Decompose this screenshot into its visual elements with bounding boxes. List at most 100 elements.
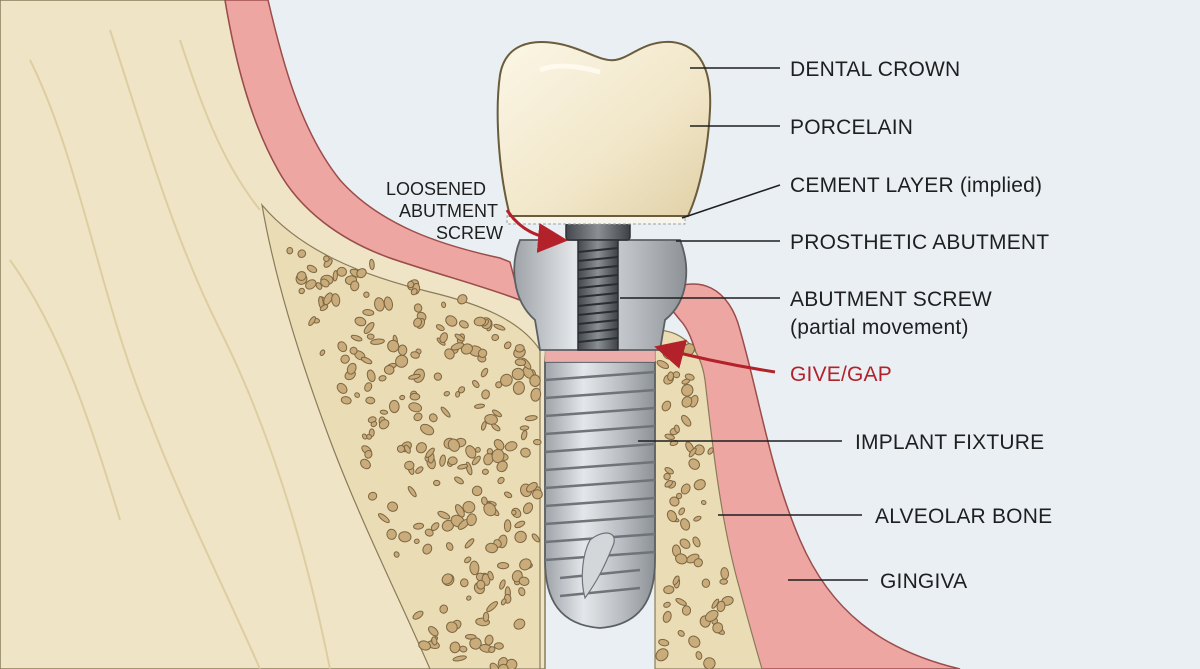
bone-pore — [397, 344, 408, 356]
bone-pore — [378, 419, 390, 430]
leader-lines — [620, 67, 868, 581]
bone-pore — [408, 402, 423, 413]
give-gap-area — [545, 350, 655, 362]
bone-pore — [370, 421, 378, 428]
bone-pore — [526, 481, 538, 493]
bone-pore — [388, 399, 400, 414]
bone-pore — [363, 291, 370, 298]
bone-pore — [350, 334, 363, 342]
bone-pore — [703, 657, 716, 669]
bone-pore — [441, 573, 453, 585]
bone-pore — [336, 266, 347, 277]
bone-pore — [413, 303, 423, 313]
bone-pore — [655, 648, 669, 662]
give-gap-arrow — [654, 339, 776, 374]
bone-pore — [408, 373, 421, 380]
bone-pore — [700, 499, 707, 506]
bone-pore — [354, 316, 367, 327]
bone-pore — [383, 296, 394, 311]
bone-pore — [361, 433, 368, 440]
bone-pore — [349, 346, 358, 355]
bone-pore — [363, 322, 375, 334]
label-cement-layer: CEMENT LAYER (implied) — [790, 174, 1042, 197]
label-porcelain: PORCELAIN — [790, 116, 913, 139]
bone-pore — [433, 479, 441, 487]
bone-pore — [688, 635, 701, 648]
bone-pore — [680, 483, 691, 495]
bone-pore — [377, 513, 390, 524]
bone-pore — [513, 618, 526, 630]
label-loosened-2: ABUTMENT — [399, 201, 498, 221]
bone-pore — [378, 375, 387, 382]
bone-pore — [485, 542, 498, 554]
bone-pore — [364, 382, 373, 392]
bone-pore — [443, 390, 451, 397]
bone-pore — [308, 316, 316, 327]
bone-pore — [482, 611, 490, 622]
bone-pore — [383, 364, 395, 375]
label-give-gap: GIVE/GAP — [790, 363, 892, 386]
bone-pore — [693, 515, 702, 522]
bone-pore — [499, 579, 506, 590]
bone-pore — [473, 316, 487, 327]
bone-pore — [455, 391, 461, 398]
bone-pore — [688, 447, 697, 458]
bone-pore — [486, 448, 494, 455]
bone-pore — [716, 600, 726, 613]
bone-pore — [664, 433, 675, 440]
gingiva-tissue — [224, 0, 522, 302]
bone-pore — [497, 476, 505, 485]
bone-pore — [504, 441, 518, 452]
bone-pore — [511, 367, 525, 381]
bone-pore — [514, 530, 527, 544]
bone-pore — [681, 396, 693, 408]
bone-pore — [493, 439, 505, 451]
bone-pore — [493, 323, 506, 331]
bone-pore — [664, 466, 674, 475]
cement-layer — [506, 215, 686, 225]
bone-pore — [445, 542, 454, 551]
label-implant-fixture: IMPLANT FIXTURE — [855, 431, 1044, 454]
bone-pore — [511, 509, 517, 516]
bone-pore — [415, 466, 424, 474]
bone-pore — [677, 629, 685, 637]
bone-pore — [360, 356, 373, 365]
bone-pore — [393, 551, 400, 558]
bone-pore — [663, 585, 675, 595]
bone-pore — [430, 522, 440, 531]
bone-pore — [437, 510, 451, 520]
bone-pore — [440, 406, 451, 418]
bone-pore — [486, 601, 499, 613]
bone-pore — [413, 412, 423, 422]
dental-crown — [496, 40, 712, 217]
bone-pore — [471, 455, 481, 466]
bone-pore — [413, 317, 423, 328]
bone-pore — [305, 279, 317, 290]
bone-pore — [398, 531, 412, 543]
bone-pore — [433, 372, 443, 381]
bone-pore — [298, 287, 305, 295]
bone-pore — [674, 424, 680, 434]
bone-pore — [319, 304, 329, 312]
bone-pore — [675, 553, 688, 565]
bone-pore — [472, 379, 480, 389]
bone-pore — [503, 491, 513, 499]
label-loosened-1: LOOSENED — [386, 179, 486, 199]
label-abutment-screw: ABUTMENT SCREW — [790, 288, 992, 311]
bone-pore — [514, 520, 526, 529]
bone-pore — [720, 567, 730, 580]
bone-pore — [497, 562, 510, 570]
bone-pore — [435, 324, 445, 332]
bone-pore — [403, 444, 411, 454]
bone-pore — [346, 362, 357, 375]
bone-pore — [413, 522, 425, 530]
bone-pore — [519, 425, 530, 431]
bone-pore — [356, 268, 367, 279]
bone-pore — [319, 349, 326, 356]
bone-pore — [661, 400, 672, 412]
bone-pore — [420, 423, 435, 436]
bone-pore — [489, 662, 500, 669]
bone-pore — [439, 454, 446, 467]
bone-pore — [454, 333, 465, 342]
bone-pore — [692, 536, 701, 548]
